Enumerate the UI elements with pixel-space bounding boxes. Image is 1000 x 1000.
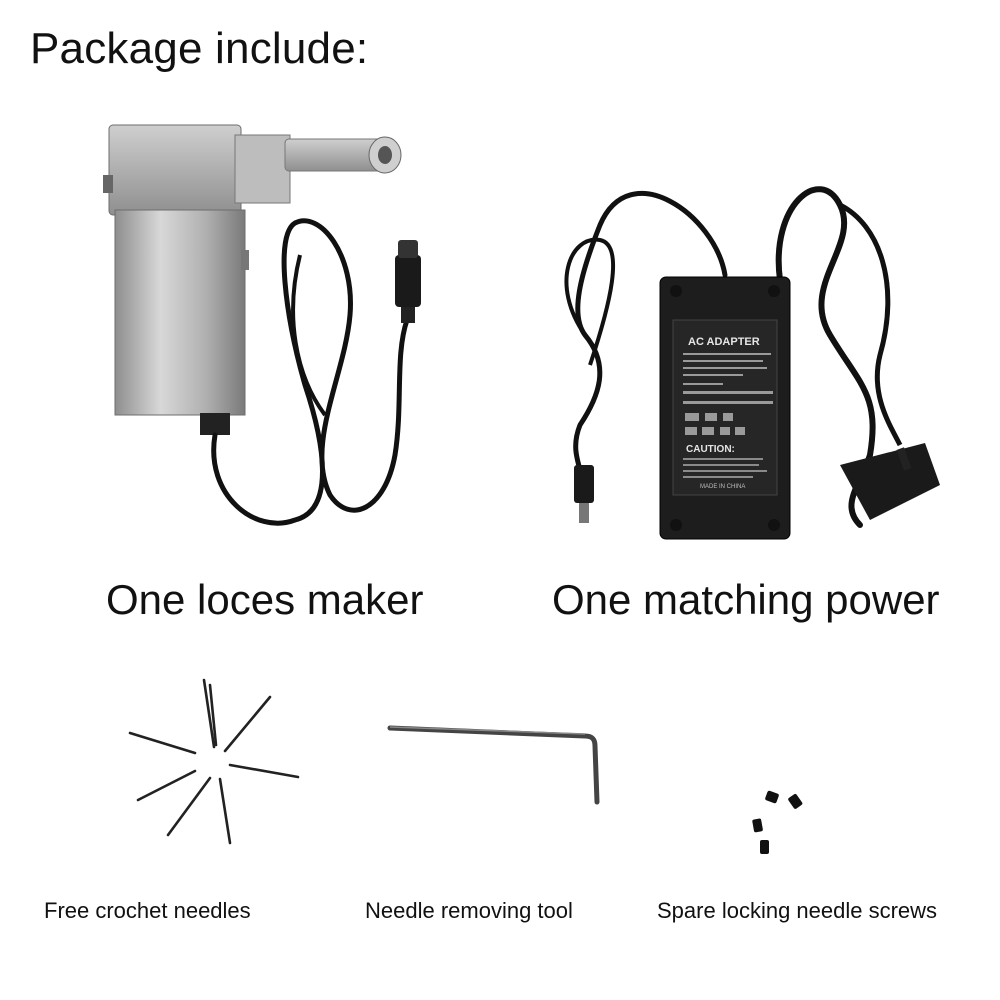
adapter-label-caution: CAUTION: [686, 444, 735, 455]
adapter-label-origin: MADE IN CHINA [700, 484, 745, 490]
locking-screws-photo [752, 790, 803, 854]
adapter-label-title: AC ADAPTER [688, 336, 760, 348]
ac-adapter-photo: AC ADAPTER CAUTION: MADE IN CHINA [564, 186, 940, 540]
caption-needle-removing-tool: Needle removing tool [365, 898, 573, 923]
hex-key-tool-photo [387, 725, 600, 805]
page-title: Package include: [30, 24, 369, 73]
loces-maker-photo [103, 124, 421, 526]
caption-locking-screws: Spare locking needle screws [657, 898, 938, 923]
caption-crochet-needles: Free crochet needles [44, 898, 251, 923]
caption-loces-maker: One loces maker [106, 576, 424, 623]
crochet-needles-photo [128, 678, 300, 845]
caption-matching-power: One matching power [552, 576, 940, 623]
